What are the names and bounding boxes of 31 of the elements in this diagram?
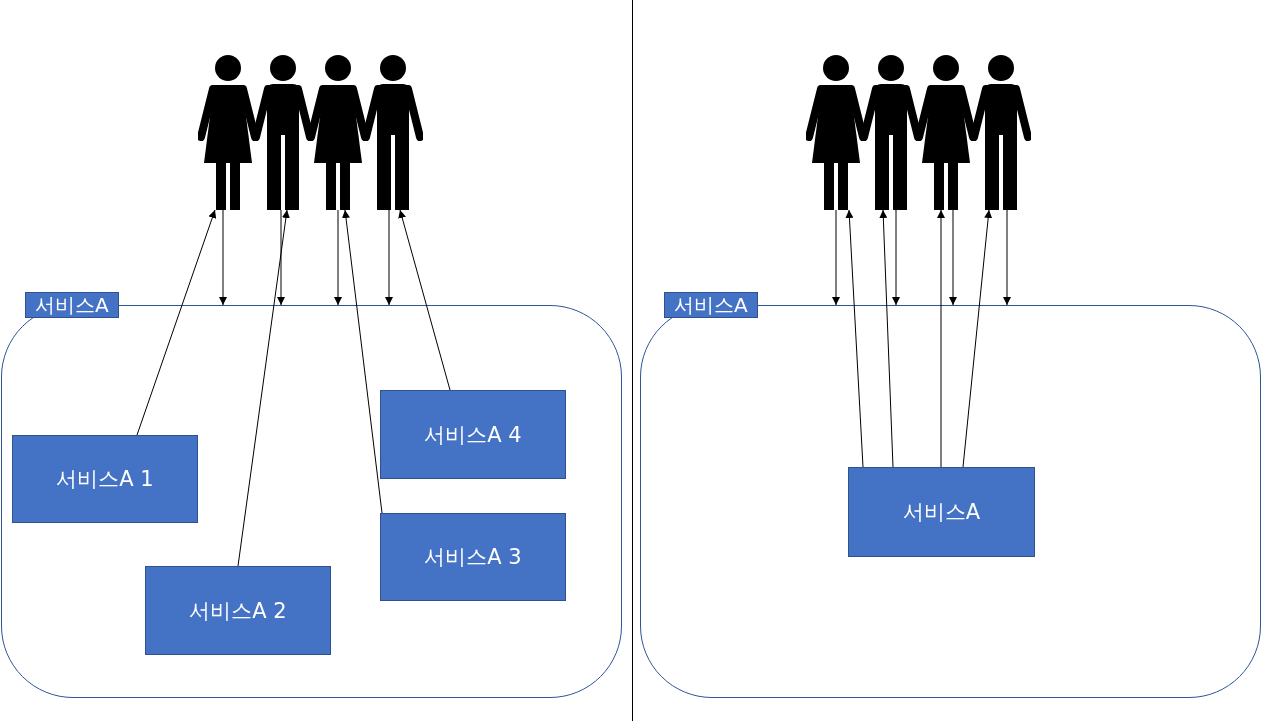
person-icon <box>971 55 1031 210</box>
person-icon <box>198 55 258 210</box>
arrow <box>342 209 383 514</box>
person-icon <box>253 55 313 210</box>
person-icon <box>806 55 866 210</box>
service-box: 서비스A 1 <box>12 435 198 523</box>
service-box: 서비스A 2 <box>145 566 331 655</box>
arrow <box>949 209 957 306</box>
arrow <box>385 209 393 306</box>
arrow <box>962 209 993 468</box>
arrow <box>937 209 945 468</box>
arrow <box>845 209 864 468</box>
arrow <box>1003 209 1011 306</box>
person-icon <box>916 55 976 210</box>
arrow <box>832 209 840 306</box>
boundary-label: 서비스A <box>25 292 119 318</box>
service-box: 서비스A 4 <box>380 390 566 479</box>
arrow <box>237 209 290 567</box>
boundary-label: 서비스A <box>664 292 758 318</box>
arrow <box>892 209 900 306</box>
arrow <box>879 209 894 468</box>
arrow <box>334 209 342 306</box>
arrow <box>398 209 451 391</box>
person-icon <box>308 55 368 210</box>
arrow <box>136 209 217 436</box>
arrow <box>277 209 285 306</box>
person-icon <box>363 55 423 210</box>
arrow <box>219 209 227 306</box>
service-box: 서비스A 3 <box>380 513 566 601</box>
person-icon <box>861 55 921 210</box>
service-box: 서비스A <box>848 467 1035 557</box>
